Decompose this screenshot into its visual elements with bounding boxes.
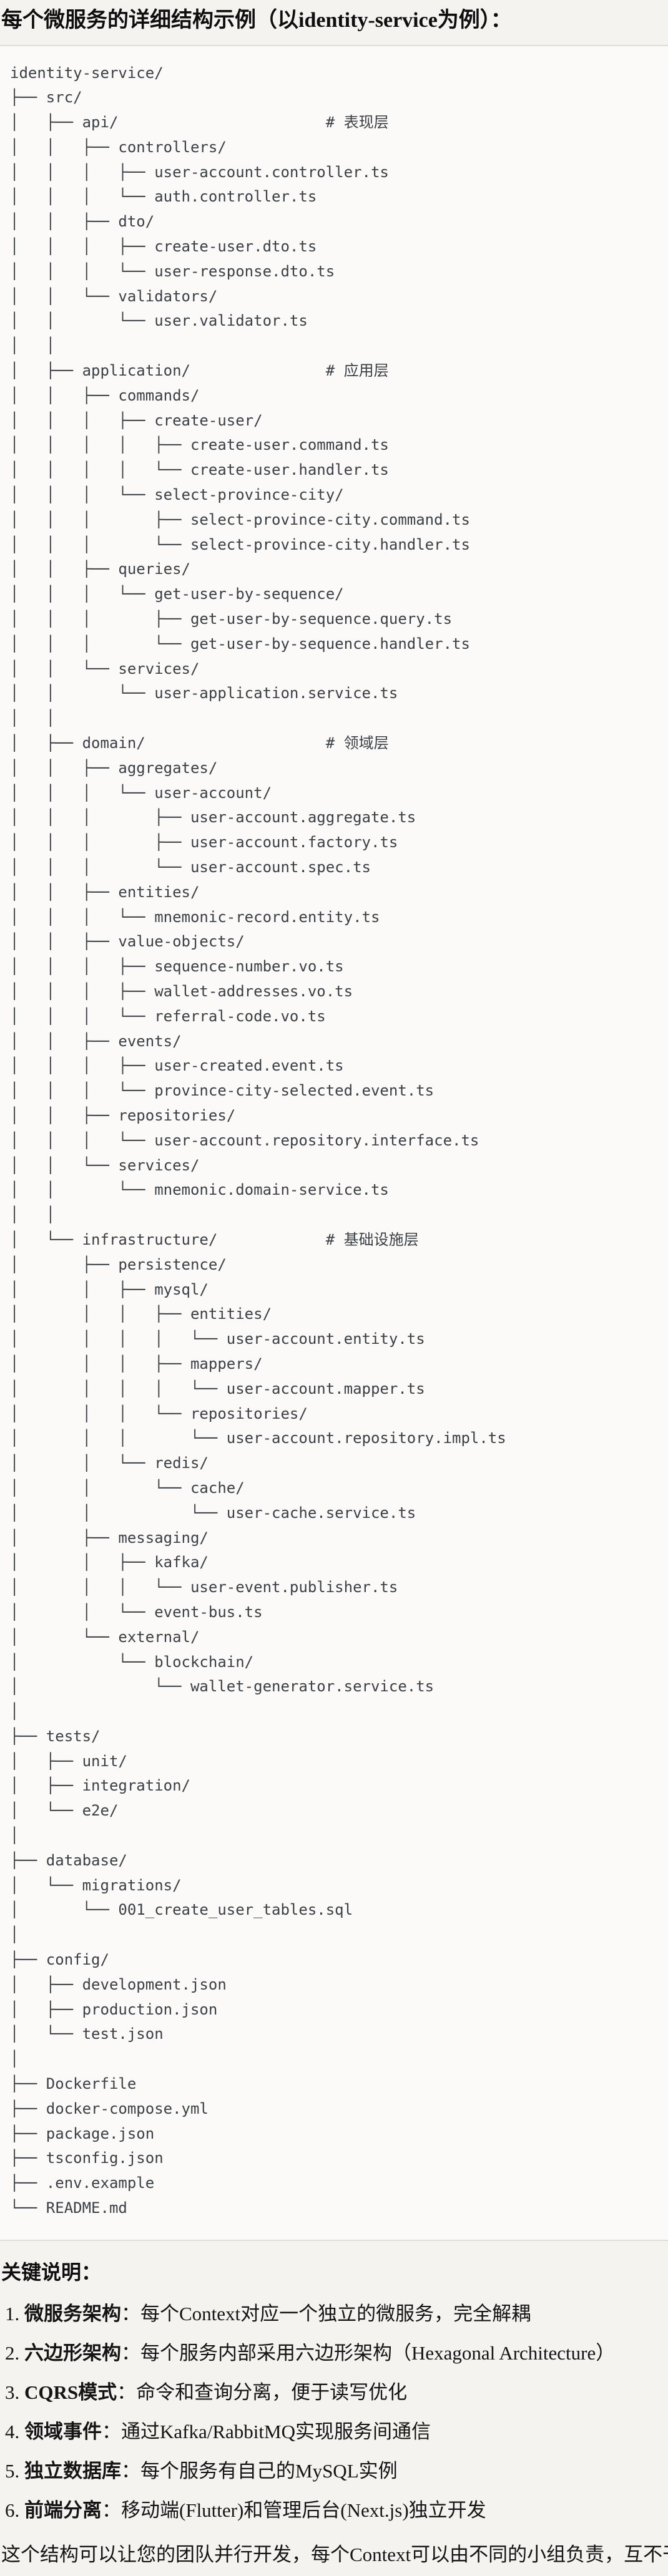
- note-item-domain-events: 4. 领域事件：通过Kafka/RabbitMQ实现服务间通信: [1, 2421, 667, 2442]
- note-item-text: ：每个服务有自己的MySQL实例: [121, 2459, 398, 2482]
- note-item-label: 前端分离: [24, 2499, 102, 2521]
- note-item-label: 六边形架构: [24, 2341, 121, 2364]
- note-item-number: 6.: [5, 2499, 20, 2521]
- note-item-number: 5.: [5, 2459, 20, 2482]
- note-item-label: 微服务架构: [24, 2302, 121, 2325]
- note-item-label: 领域事件: [24, 2420, 102, 2442]
- note-item-number: 1.: [5, 2302, 20, 2325]
- note-item-label: CQRS模式: [24, 2381, 117, 2403]
- page-title: 每个微服务的详细结构示例（以identity-service为例）：: [1, 9, 512, 32]
- note-item-label: 独立数据库: [24, 2459, 121, 2482]
- note-item-text: ：移动端(Flutter)和管理后台(Next.js)独立开发: [102, 2499, 486, 2521]
- notes-heading: 关键说明：: [1, 2260, 102, 2283]
- key-notes-section: 关键说明： 1. 微服务架构：每个Context对应一个独立的微服务，完全解耦 …: [0, 2260, 668, 2566]
- note-item-hexagonal: 2. 六边形架构：每个服务内部采用六边形架构（Hexagonal Archite…: [1, 2341, 667, 2364]
- note-item-frontend-split: 6. 前端分离：移动端(Flutter)和管理后台(Next.js)独立开发: [1, 2499, 667, 2521]
- notes-list: 1. 微服务架构：每个Context对应一个独立的微服务，完全解耦 2. 六边形…: [1, 2303, 667, 2521]
- document-page: 每个微服务的详细结构示例（以identity-service为例）： ident…: [0, 7, 668, 2566]
- note-item-text: ：每个Context对应一个独立的微服务，完全解耦: [121, 2302, 531, 2325]
- note-item-text: ：命令和查询分离，便于读写优化: [117, 2381, 408, 2403]
- note-item-number: 4.: [5, 2420, 20, 2442]
- note-item-microservice: 1. 微服务架构：每个Context对应一个独立的微服务，完全解耦: [1, 2303, 667, 2325]
- file-tree-text: identity-service/ ├── src/ │ ├── api/ # …: [10, 64, 506, 2217]
- note-item-cqrs: 3. CQRS模式：命令和查询分离，便于读写优化: [1, 2381, 667, 2403]
- note-item-text: ：每个服务内部采用六边形架构（Hexagonal Architecture）: [121, 2341, 616, 2364]
- note-item-number: 2.: [5, 2341, 20, 2364]
- closing-paragraph: 这个结构可以让您的团队并行开发，每个Context可以由不同的小组负责，互不干扰…: [1, 2543, 668, 2565]
- tree-code-block: identity-service/ ├── src/ │ ├── api/ # …: [0, 44, 668, 2241]
- note-item-independent-db: 5. 独立数据库：每个服务有自己的MySQL实例: [1, 2459, 667, 2482]
- note-item-text: ：通过Kafka/RabbitMQ实现服务间通信: [102, 2420, 431, 2442]
- note-item-number: 3.: [5, 2381, 20, 2403]
